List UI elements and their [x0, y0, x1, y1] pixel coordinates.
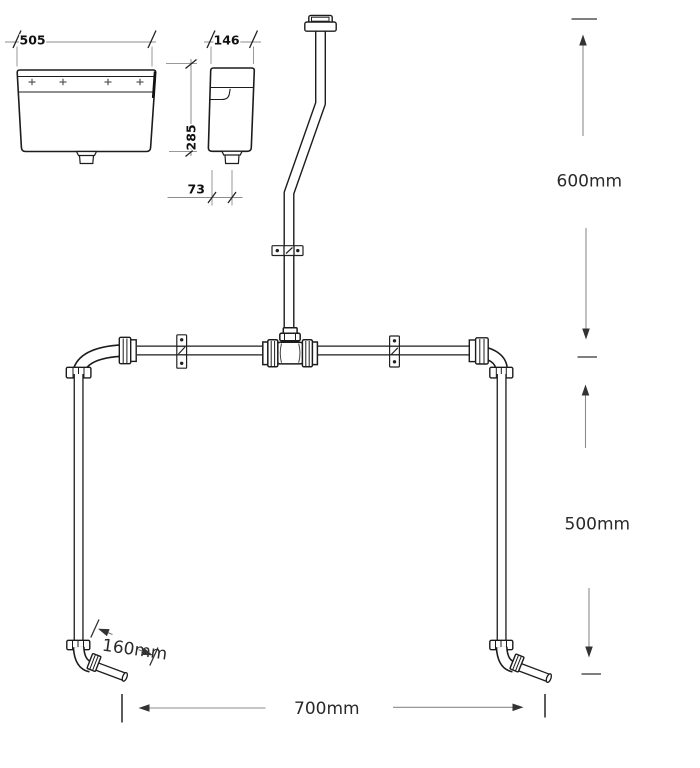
outlet-assembly-right	[489, 639, 552, 684]
arrowhead-down	[585, 646, 593, 658]
tee-top-nut	[279, 327, 301, 342]
cistern-side-outlet	[221, 150, 243, 165]
cistern-edge-shade	[151, 71, 157, 99]
pipe-bracket-left	[176, 334, 188, 369]
elbow-top-right	[468, 337, 514, 379]
elbow-top-left	[65, 336, 137, 379]
arrowhead-left	[138, 704, 150, 712]
spout-opening	[545, 673, 552, 684]
dim-outlet-offset: 73	[167, 170, 243, 206]
spout-union-nut	[86, 653, 102, 672]
dim-600mm-label: 600mm	[557, 172, 623, 192]
tee-compression-nut-left	[262, 339, 279, 368]
cistern-front-outlet	[75, 150, 98, 165]
cistern-front-outline	[16, 69, 157, 153]
dim-146-label: 146	[214, 33, 240, 48]
dim-285-label: 285	[184, 124, 199, 150]
dim-riser-height: 500mm	[565, 384, 631, 675]
side-lid-step	[209, 88, 231, 101]
arrowhead-up	[579, 34, 587, 46]
cistern-side-outline	[207, 67, 256, 153]
dim-cistern-height: 285	[166, 58, 200, 158]
dim-700mm-label: 700mm	[294, 699, 360, 719]
flush-pipe-bracket	[271, 245, 304, 257]
dim-500mm-label: 500mm	[565, 515, 631, 535]
arrowhead-downright	[141, 647, 153, 656]
cistern-front-view	[16, 69, 157, 165]
arrowhead-down	[582, 328, 590, 340]
arrowhead-right	[512, 703, 524, 712]
spout-union-nut	[509, 653, 525, 673]
tee-fitting	[262, 327, 319, 368]
dim-160mm-label: 160mm	[101, 636, 169, 665]
dim-span-width: 700mm	[121, 694, 546, 723]
pipe-bracket-right	[389, 335, 401, 368]
dim-flush-drop: 600mm	[557, 18, 623, 358]
fixing-cross-marks	[28, 78, 144, 86]
dim-73-label: 73	[188, 182, 205, 197]
dim-505-label: 505	[20, 33, 46, 48]
outlet-assembly-left	[66, 639, 128, 682]
arrowhead-up	[581, 384, 590, 396]
tee-compression-nut-right	[301, 339, 319, 368]
spout-opening	[121, 671, 128, 682]
cistern-side-view	[207, 67, 256, 165]
dim-cistern-width: 505	[5, 30, 157, 67]
dim-cistern-depth: 146	[204, 30, 261, 64]
flush-pipe	[283, 30, 326, 336]
dim-spout-length: 160mm	[90, 619, 169, 666]
arrowhead-upleft	[98, 628, 110, 637]
ceiling-connector-nut	[304, 14, 337, 32]
